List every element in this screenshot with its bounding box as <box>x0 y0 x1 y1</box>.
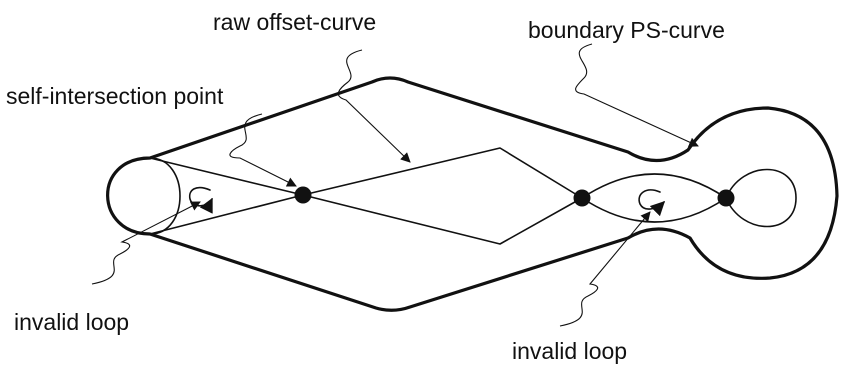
invalid-loop-right-leader <box>559 211 651 327</box>
raw-offset-curve-upper-left <box>149 157 304 196</box>
self-intersection-dot-middle <box>573 189 591 207</box>
left-invalid-loop-swirl <box>188 186 213 214</box>
label-invalid-loop-left: invalid loop <box>14 309 129 335</box>
self-intersection-dot-right <box>717 189 735 207</box>
self-intersection-point-leader <box>229 113 297 187</box>
left-tip-circle <box>149 157 181 235</box>
label-raw-offset-curve: raw offset-curve <box>213 9 376 35</box>
raw-offset-curve-lens <box>581 173 727 223</box>
self-intersection-dot-left <box>294 186 312 204</box>
invalid-loop-left-leader <box>91 201 201 285</box>
raw-offset-curve-right-loop <box>725 168 797 228</box>
raw-offset-curve-lower-left <box>149 194 304 235</box>
boundary-ps-curve-leader <box>575 43 699 147</box>
label-self-intersection-point: self-intersection point <box>6 83 224 109</box>
right-invalid-loop-swirl <box>638 189 666 217</box>
boundary-ps-curve <box>106 76 839 312</box>
label-invalid-loop-right: invalid loop <box>512 338 627 364</box>
label-boundary-ps-curve: boundary PS-curve <box>528 17 725 43</box>
raw-offset-curve-diamond <box>302 147 583 245</box>
raw-offset-curve-leader <box>337 49 411 163</box>
